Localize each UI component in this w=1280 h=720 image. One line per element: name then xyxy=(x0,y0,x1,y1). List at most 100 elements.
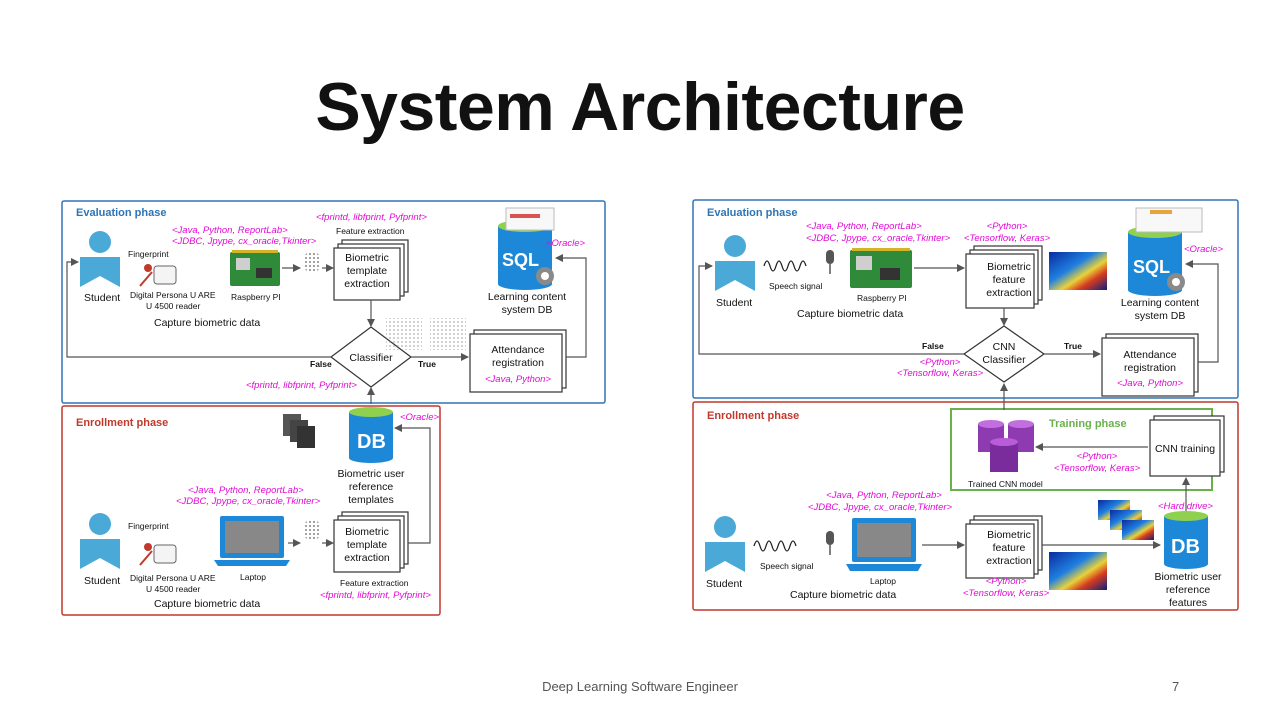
pi-tech-2: <JDBC, Jpype, cx_oracle,Tkinter> xyxy=(172,236,317,247)
reader-label-1: Digital Persona U ARE xyxy=(130,290,216,300)
feat-label-right-2: feature xyxy=(993,274,1026,286)
pi-tech-1: <Java, Python, ReportLab> xyxy=(172,225,288,236)
classifier-label: Classifier xyxy=(349,352,393,364)
ref-label-3: templates xyxy=(348,494,394,506)
ref-right-1: Biometric user xyxy=(1154,571,1222,583)
laptop-icon-right xyxy=(846,518,922,571)
sql-database-icon-right xyxy=(1128,226,1185,296)
cnn-training-box xyxy=(1149,415,1225,477)
reader-label-enroll-2: U 4500 reader xyxy=(146,584,201,594)
cls-tech-right-1: <Python> xyxy=(920,357,961,368)
training-tech-1: <Python> xyxy=(1077,451,1118,462)
student-label-enroll: Student xyxy=(84,575,120,587)
laptop-tech-right-1: <Java, Python, ReportLab> xyxy=(826,490,942,501)
left-evaluation-frame xyxy=(61,200,606,404)
feat-label-right-3: extraction xyxy=(986,287,1032,299)
attendance-label-2: registration xyxy=(492,357,544,369)
feat-tech: <fprintd, libfprint, Pyfprint> xyxy=(316,212,427,223)
student-label-right: Student xyxy=(716,297,752,309)
hard-drive-tech: <Hard drive> xyxy=(1158,501,1213,512)
template-extraction-box xyxy=(333,239,409,301)
feat-enroll-1: Biometric xyxy=(987,529,1031,541)
reader-label-enroll-1: Digital Persona U ARE xyxy=(130,573,216,583)
microphone-icon-enroll xyxy=(826,531,834,555)
oracle-tech-enroll: <Oracle> xyxy=(400,412,440,423)
speech-wave-icon-enroll xyxy=(753,540,797,552)
left-enrollment-phase-label: Enrollment phase xyxy=(76,417,168,429)
db-features-icon xyxy=(1164,511,1208,569)
fingerprint-icon-enroll xyxy=(303,519,321,541)
ref-right-2: reference xyxy=(1166,584,1211,596)
att-label-right-2: registration xyxy=(1124,362,1176,374)
lcs-label-right-1: Learning content xyxy=(1121,297,1199,309)
template-label-1: Biometric xyxy=(345,252,389,264)
laptop-label-right: Laptop xyxy=(870,576,896,586)
trained-model-icon xyxy=(978,420,1034,472)
report-header-bar-right xyxy=(1150,210,1172,214)
template-label-3: extraction xyxy=(344,278,390,290)
db-reference-icon xyxy=(349,407,393,463)
cnn-training-label: CNN training xyxy=(1155,443,1215,455)
cnn-label-1: CNN xyxy=(993,341,1016,353)
raspberry-pi-icon-right xyxy=(850,248,912,288)
fingerprint-label: Fingerprint xyxy=(128,249,169,259)
sql-label-right: SQL xyxy=(1133,257,1170,277)
raspberry-label-right: Raspberry PI xyxy=(857,293,907,303)
db-label-right: DB xyxy=(1171,536,1200,558)
student-label: Student xyxy=(84,292,120,304)
ref-right-3: features xyxy=(1169,597,1207,609)
speech-label: Speech signal xyxy=(769,281,823,291)
feat-tech-right-1: <Python> xyxy=(987,221,1028,232)
capture-label: Capture biometric data xyxy=(154,317,260,329)
template-enroll-3: extraction xyxy=(344,552,390,564)
feat-tech-right-2: <Tensorflow, Keras> xyxy=(964,233,1051,244)
sql-label: SQL xyxy=(502,250,539,270)
feat-enroll-3: extraction xyxy=(986,555,1032,567)
reader-label-2: U 4500 reader xyxy=(146,301,201,311)
ref-label-2: reference xyxy=(349,481,394,493)
right-enrollment-phase-label: Enrollment phase xyxy=(707,410,799,422)
spectrogram-icon-enroll xyxy=(1049,552,1107,590)
cls-tech-right-2: <Tensorflow, Keras> xyxy=(897,368,984,379)
template-label-2: template xyxy=(347,265,387,277)
fingerprint-reader-icon xyxy=(139,264,177,287)
fingerprint-reader-icon-enroll xyxy=(139,543,177,566)
fingerprint-stack-icon xyxy=(283,414,315,448)
true-label: True xyxy=(418,359,436,369)
training-tech-2: <Tensorflow, Keras> xyxy=(1054,463,1141,474)
false-label-right: False xyxy=(922,341,944,351)
left-evaluation-phase-label: Evaluation phase xyxy=(76,207,166,219)
feat-tech-enroll-right-2: <Tensorflow, Keras> xyxy=(963,588,1050,599)
right-enrollment-frame xyxy=(692,401,1239,611)
capture-label-right-enroll: Capture biometric data xyxy=(790,589,896,601)
trained-model-label: Trained CNN model xyxy=(968,479,1043,489)
feat-enroll-2: feature xyxy=(993,542,1026,554)
capture-label-enroll: Capture biometric data xyxy=(154,598,260,610)
att-label-right-1: Attendance xyxy=(1123,349,1176,361)
db-label: DB xyxy=(357,431,386,453)
right-evaluation-phase-label: Evaluation phase xyxy=(707,207,797,219)
feature-extraction-label: Feature extraction xyxy=(336,226,405,236)
raspberry-pi-icon xyxy=(230,250,280,286)
student-icon xyxy=(80,231,120,287)
classifier-tech: <fprintd, libfprint, Pyfprint> xyxy=(246,380,357,391)
template-extraction-box-enroll xyxy=(333,511,409,573)
report-thumbnail-right xyxy=(1135,207,1203,233)
student-icon-right xyxy=(715,235,755,291)
pi-tech-right-2: <JDBC, Jpype, cx_oracle,Tkinter> xyxy=(806,233,951,244)
raspberry-label: Raspberry PI xyxy=(231,292,281,302)
left-enrollment-frame xyxy=(61,405,441,616)
training-phase-label: Training phase xyxy=(1049,418,1127,430)
microphone-icon xyxy=(826,250,834,274)
laptop-tech-2: <JDBC, Jpype, cx_oracle,Tkinter> xyxy=(176,496,321,507)
fingerprint-label-enroll: Fingerprint xyxy=(128,521,169,531)
capture-label-right: Capture biometric data xyxy=(797,308,903,320)
template-enroll-1: Biometric xyxy=(345,526,389,538)
pi-tech-right-1: <Java, Python, ReportLab> xyxy=(806,221,922,232)
laptop-icon xyxy=(214,516,290,566)
footer-text: Deep Learning Software Engineer xyxy=(542,679,738,694)
attendance-box-right xyxy=(1101,333,1199,397)
feat-label-right-1: Biometric xyxy=(987,261,1031,273)
laptop-tech-1: <Java, Python, ReportLab> xyxy=(188,485,304,496)
student-icon-right-enroll xyxy=(705,516,745,572)
